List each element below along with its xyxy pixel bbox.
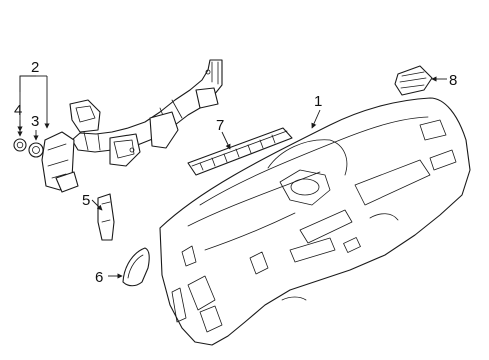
side-bracket-part-5 — [97, 193, 115, 241]
end-cover-part-6 — [122, 247, 150, 287]
cross-car-beam — [41, 59, 223, 193]
callout-4: 4 — [14, 102, 22, 119]
leader-1 — [311, 109, 321, 129]
callout-7: 7 — [216, 117, 224, 134]
callout-labels: 1 2 3 4 5 6 7 8 — [14, 59, 457, 286]
callout-3: 3 — [31, 113, 39, 130]
callout-5: 5 — [82, 192, 90, 209]
leader-2-frame — [19, 75, 36, 92]
leader-7 — [221, 131, 231, 150]
leader-lines — [17, 75, 447, 279]
instrument-panel — [159, 97, 471, 346]
leader-5 — [91, 199, 103, 211]
callout-6: 6 — [95, 269, 103, 286]
grommet-part-3 — [28, 142, 44, 158]
callout-8: 8 — [449, 72, 457, 89]
defroster-duct-part-7 — [187, 127, 293, 176]
callout-1: 1 — [314, 93, 322, 110]
callout-2: 2 — [31, 59, 39, 76]
bushing-part-4 — [13, 138, 27, 152]
side-vent-part-8 — [394, 65, 433, 96]
